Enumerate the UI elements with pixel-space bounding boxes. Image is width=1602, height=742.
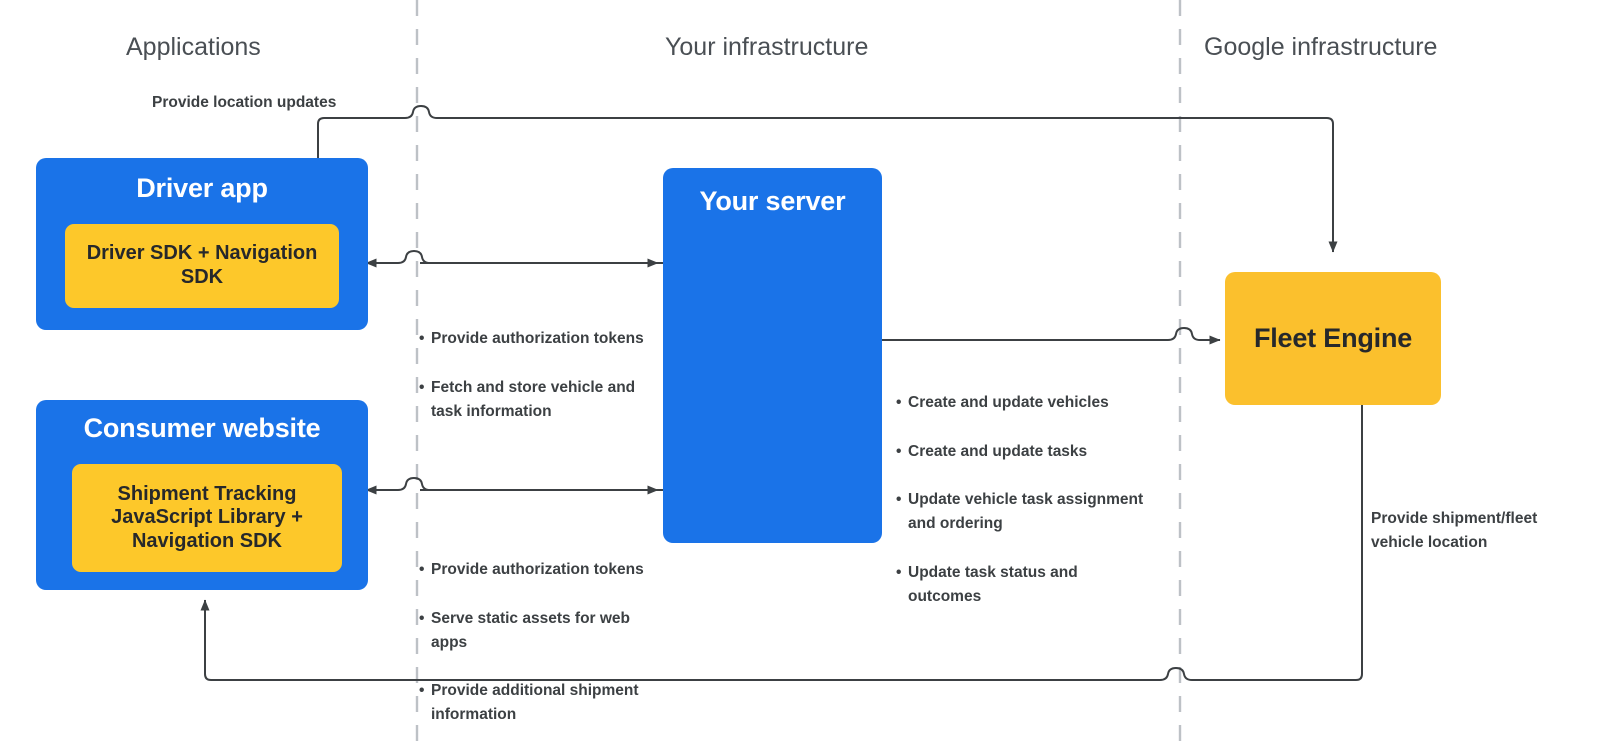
- list-item: Provide authorization tokens: [419, 327, 657, 351]
- list-item: Create and update vehicles: [896, 391, 1152, 415]
- list-item: Fetch and store vehicle and task informa…: [419, 376, 657, 424]
- node-consumer-website-title: Consumer website: [83, 413, 321, 443]
- list-item: Update vehicle task assignment and order…: [896, 488, 1152, 536]
- node-your-server-title: Your server: [699, 186, 846, 216]
- list-item: Serve static assets for web apps: [419, 607, 644, 655]
- node-fleet-engine[interactable]: Fleet Engine: [1225, 272, 1441, 405]
- node-consumer-website-library-chip[interactable]: Shipment Tracking JavaScript Library + N…: [72, 464, 342, 572]
- edge-driver-app-to-your-server: [365, 250, 663, 268]
- edge-your-server-to-fleet-engine: [882, 327, 1221, 345]
- node-consumer-website[interactable]: Consumer website Shipment Tracking JavaS…: [36, 400, 368, 590]
- node-driver-app[interactable]: Driver app Driver SDK + Navigation SDK: [36, 158, 368, 330]
- edge-bullets-your-server-to-fleet-engine: Create and update vehicles Create and up…: [896, 343, 1152, 657]
- edge-label-provide-location-updates: Provide location updates: [152, 94, 337, 111]
- node-driver-app-sdk-chip[interactable]: Driver SDK + Navigation SDK: [65, 224, 339, 308]
- list-item: Create and update tasks: [896, 440, 1152, 464]
- edge-bullets-driver-app-to-your-server: Provide authorization tokens Fetch and s…: [419, 279, 657, 472]
- node-your-server[interactable]: Your server: [663, 168, 882, 543]
- edge-consumer-website-to-your-server: [365, 477, 663, 495]
- zone-title-your-infrastructure: Your infrastructure: [665, 33, 869, 61]
- list-item: Update task status and outcomes: [896, 561, 1152, 609]
- node-fleet-engine-title: Fleet Engine: [1253, 323, 1413, 353]
- edge-bullets-consumer-website-to-your-server: Provide authorization tokens Serve stati…: [419, 510, 644, 742]
- node-driver-app-title: Driver app: [136, 173, 268, 203]
- zone-title-google-infrastructure: Google infrastructure: [1204, 33, 1438, 61]
- zone-title-applications: Applications: [126, 33, 261, 61]
- list-item: Provide additional shipment information: [419, 679, 644, 727]
- edge-label-provide-shipment-fleet-vehicle-location: Provide shipment/fleet vehicle location: [1371, 510, 1538, 552]
- list-item: Provide authorization tokens: [419, 558, 644, 582]
